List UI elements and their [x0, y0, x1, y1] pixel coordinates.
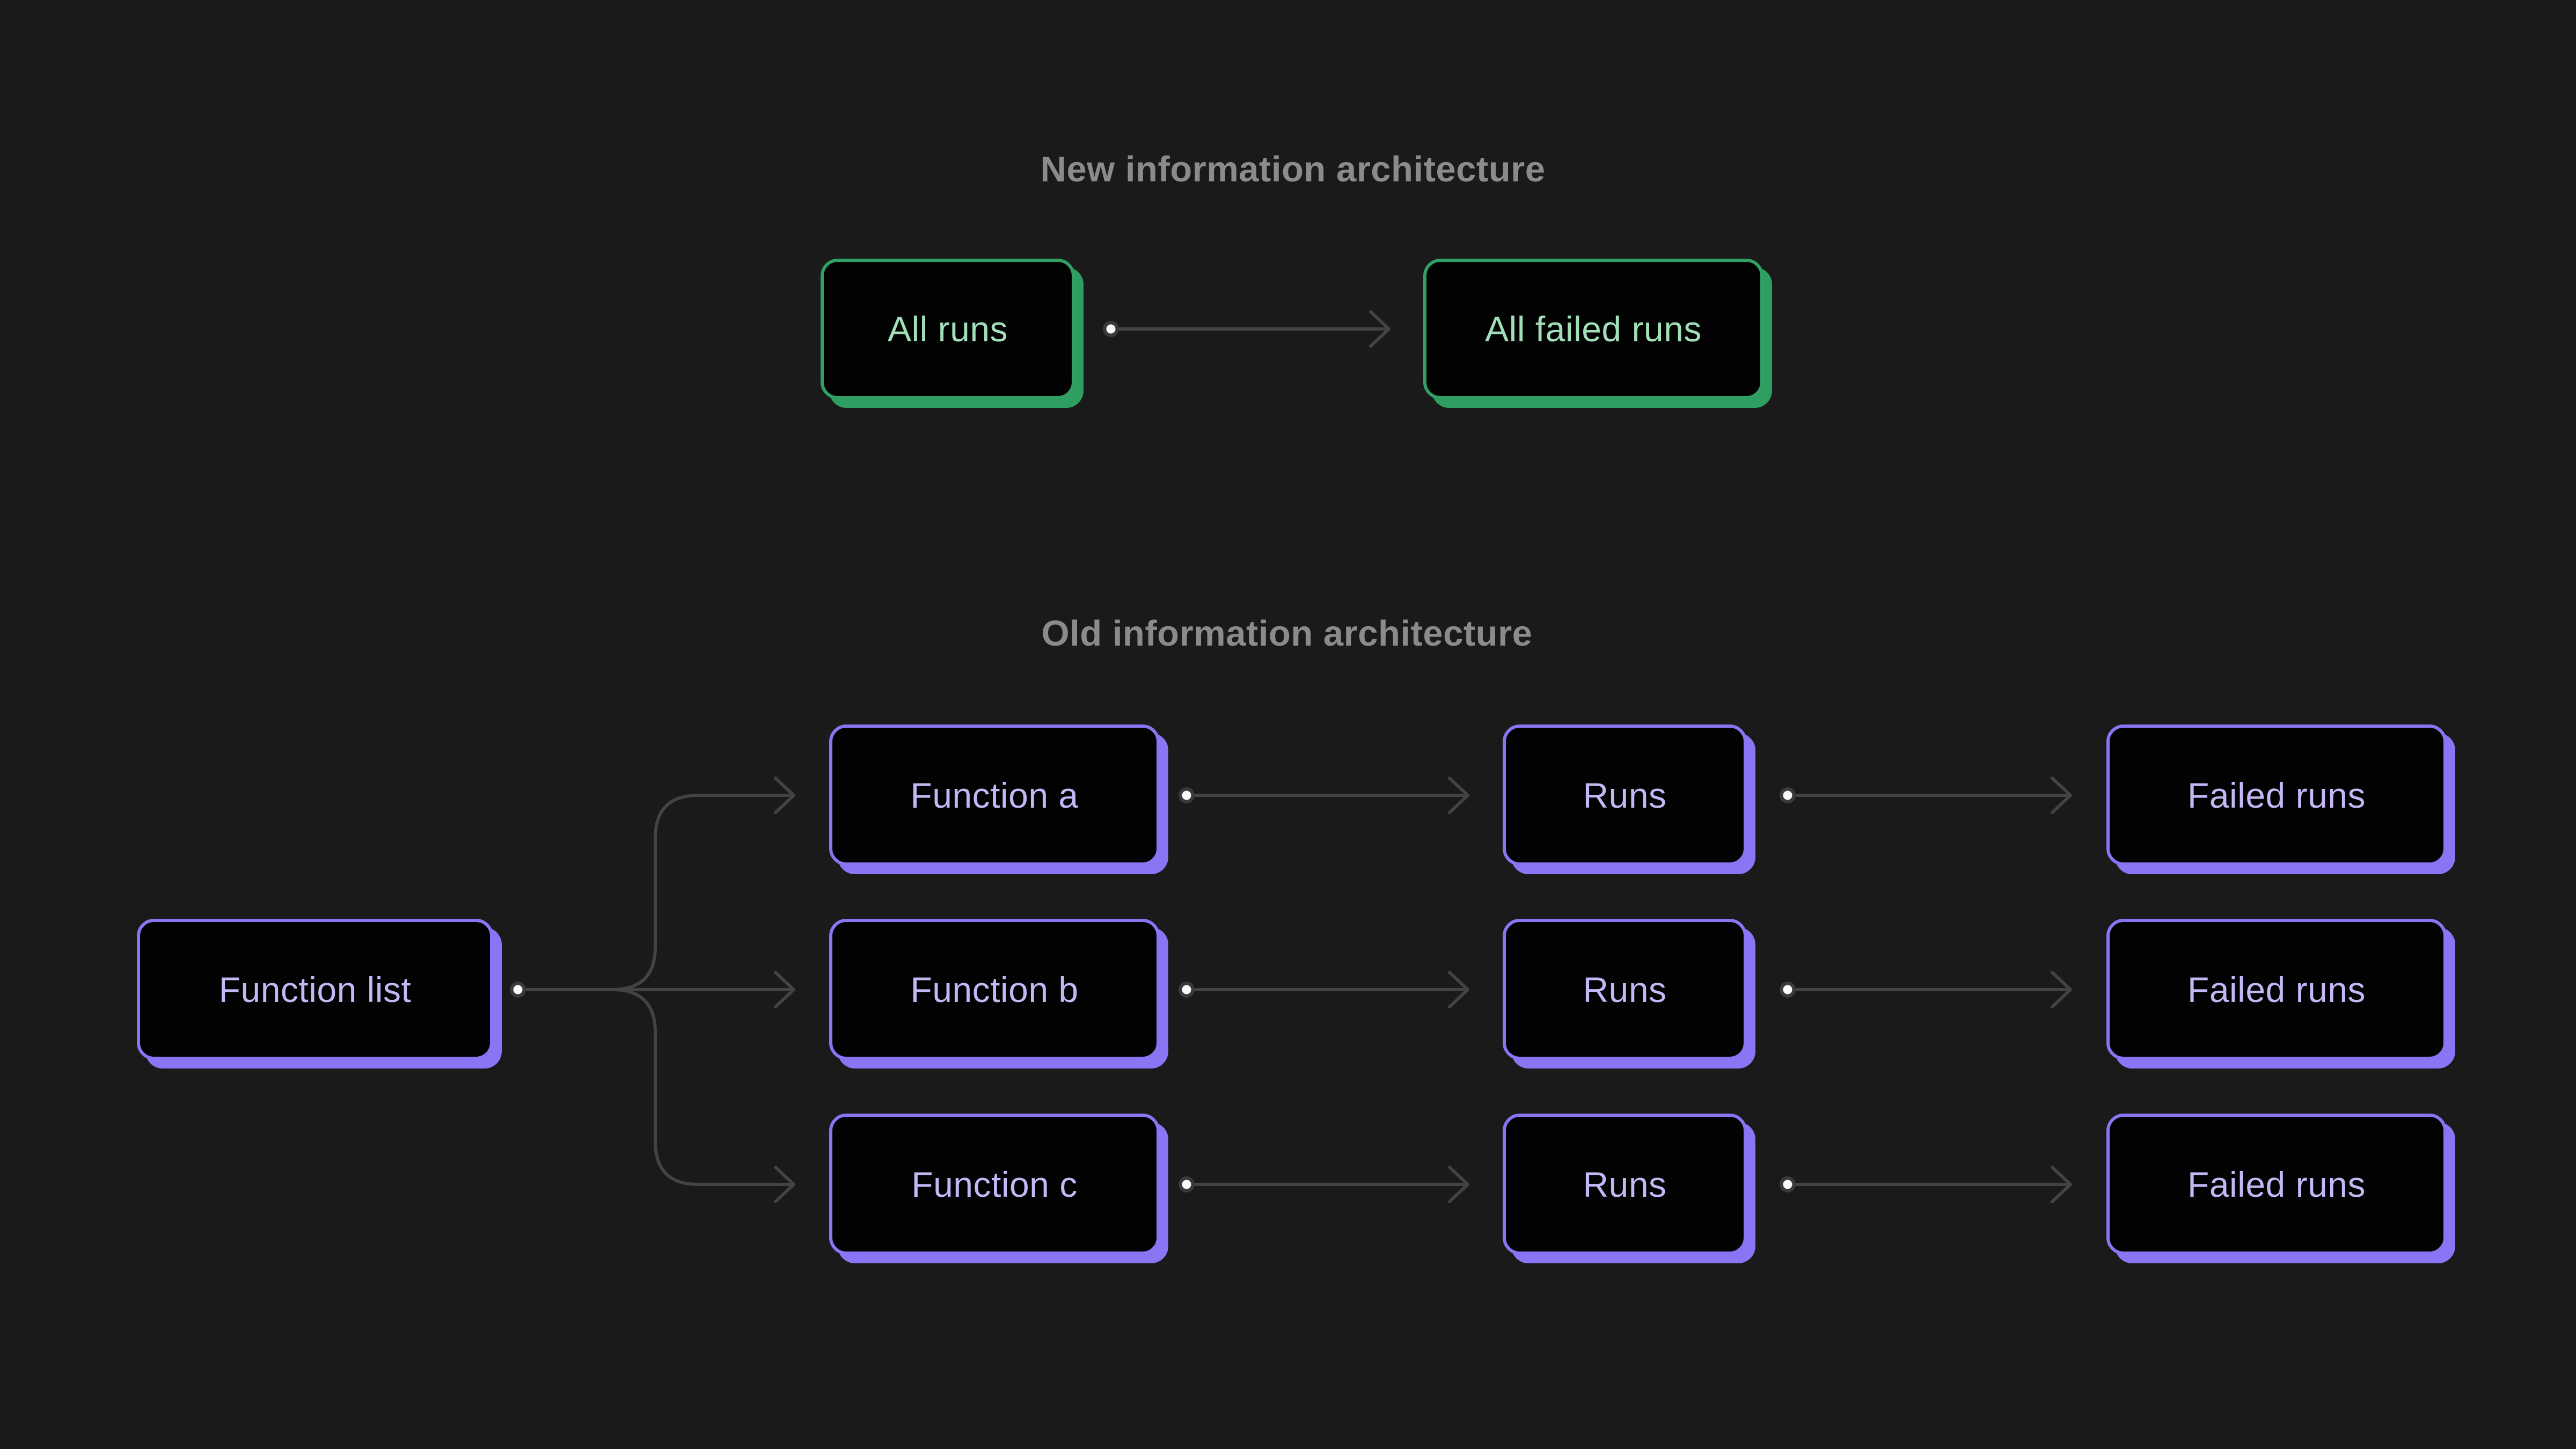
node-function-list: Function list [137, 919, 493, 1060]
edge-runs-a-to-failed-runs-a [1780, 777, 2072, 814]
arrowhead-icon [2051, 971, 2072, 1008]
edge-function-list-to-function-a [525, 777, 795, 991]
arrowhead-icon [1448, 1166, 1469, 1203]
node-failed-runs-a: Failed runs [2106, 724, 2447, 866]
node-label: Failed runs [2187, 775, 2366, 815]
node-failed-runs-b: Failed runs [2106, 919, 2447, 1060]
node-label: All runs [887, 309, 1008, 349]
edge-runs-b-to-failed-runs-b [1780, 971, 2072, 1008]
node-label: Function c [911, 1164, 1078, 1204]
node-runs-a: Runs [1503, 724, 1747, 866]
arrowhead-icon [1369, 310, 1391, 348]
connection-dot [1783, 985, 1792, 994]
edge-function-c-to-runs-c [1179, 1166, 1469, 1203]
arrowhead-icon [774, 777, 795, 814]
connection-dot [1182, 985, 1191, 994]
node-runs-b: Runs [1503, 919, 1747, 1060]
arrowhead-icon [2051, 777, 2072, 814]
edge-function-a-to-runs-a [1179, 777, 1469, 814]
arrowhead-icon [774, 971, 795, 1008]
node-label: Failed runs [2187, 1164, 2366, 1204]
connection-dot [1783, 1180, 1792, 1189]
connection-dot [1182, 791, 1191, 800]
connection-dot [1182, 1180, 1191, 1189]
node-runs-c: Runs [1503, 1114, 1747, 1255]
node-label: Function b [910, 969, 1079, 1009]
edge-line [525, 988, 795, 1186]
node-all-runs: All runs [821, 259, 1075, 399]
node-label: All failed runs [1485, 309, 1702, 349]
connection-dot [513, 985, 523, 994]
section-title-old: Old information architecture [1041, 613, 1533, 654]
edge-function-b-to-runs-b [1179, 971, 1469, 1008]
node-failed-runs-c: Failed runs [2106, 1114, 2447, 1255]
edge-function-list-to-function-c [510, 982, 795, 1203]
edge-runs-c-to-failed-runs-c [1780, 1166, 2072, 1203]
arrowhead-icon [2051, 1166, 2072, 1203]
node-label: Function a [910, 775, 1079, 815]
node-function-a: Function a [829, 724, 1160, 866]
node-label: Function list [218, 969, 412, 1009]
arrowhead-icon [1448, 777, 1469, 814]
node-function-c: Function c [829, 1114, 1160, 1255]
edge-line [525, 794, 795, 991]
node-label: Runs [1583, 1164, 1667, 1204]
section-title-new: New information architecture [1040, 149, 1546, 189]
edge-all-runs-to-all-failed-runs [1103, 310, 1391, 348]
connection-dot [1106, 324, 1116, 334]
arrowhead-icon [774, 1166, 795, 1203]
connection-dot [1783, 791, 1792, 800]
node-label: Failed runs [2187, 969, 2366, 1009]
node-all-failed-runs: All failed runs [1423, 259, 1763, 399]
arrowhead-icon [1448, 971, 1469, 1008]
node-label: Runs [1583, 775, 1667, 815]
node-label: Runs [1583, 969, 1667, 1009]
node-function-b: Function b [829, 919, 1160, 1060]
